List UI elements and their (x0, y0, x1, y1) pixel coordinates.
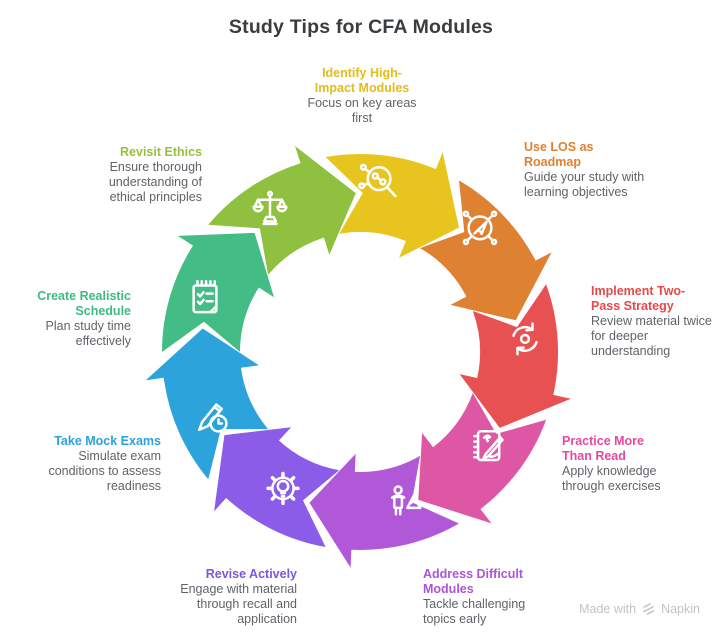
segment-title: Revisit Ethics (120, 145, 202, 159)
segment-title: Take Mock Exams (54, 434, 161, 448)
segment-title: Identify High- Impact Modules (314, 66, 410, 95)
segment-description: Plan study time effectively (45, 319, 131, 348)
segment-description: Ensure thorough understanding of ethical… (108, 160, 202, 204)
arrow-segment-implement-two-pass-strategy (459, 284, 571, 428)
arrow-segment-revise-actively (214, 427, 340, 547)
segment-title: Use LOS as Roadmap (524, 140, 594, 169)
arrow-segment-create-realistic-schedule (162, 232, 274, 352)
segment-description: Focus on key areas first (307, 96, 417, 125)
segment-label-use-los-as-roadmap: Use LOS as Roadmap Guide your study with… (524, 140, 676, 200)
segment-description: Guide your study with learning objective… (524, 170, 645, 199)
segment-label-practice-more-than-read: Practice More Than Read Apply knowledge … (562, 434, 697, 494)
segment-title: Create Realistic Schedule (37, 289, 131, 318)
page-title: Study Tips for CFA Modules (228, 16, 494, 38)
watermark-brand: Napkin (661, 602, 700, 616)
segment-description: Apply knowledge through exercises (562, 464, 661, 493)
napkin-logo-icon (643, 603, 655, 615)
arrow-segment-address-difficult-modules (309, 453, 459, 568)
segment-description: Simulate exam conditions to assess readi… (48, 449, 161, 493)
segment-title: Address Difficult Modules (423, 567, 524, 596)
watermark-prefix: Made with (579, 602, 637, 616)
segment-label-identify-high-impact-modules: Identify High- Impact Modules Focus on k… (282, 66, 442, 126)
segment-description: Tackle challenging topics early (423, 597, 526, 626)
segment-title: Implement Two- Pass Strategy (591, 284, 686, 313)
segment-label-implement-two-pass-strategy: Implement Two- Pass Strategy Review mate… (591, 284, 722, 359)
segment-label-take-mock-exams: Take Mock Exams Simulate exam conditions… (11, 434, 161, 494)
arrow-segment-identify-high-impact-modules (325, 152, 459, 258)
segment-description: Review material twice for deeper underst… (591, 314, 712, 358)
arrow-segment-use-los-as-roadmap (420, 180, 552, 321)
watermark: Made with Napkin (579, 602, 700, 616)
segment-title: Practice More Than Read (562, 434, 644, 463)
segment-description: Engage with material through recall and … (180, 582, 297, 626)
segment-title: Revise Actively (205, 567, 297, 581)
segment-label-revisit-ethics: Revisit Ethics Ensure thorough understan… (67, 145, 202, 205)
segment-label-revise-actively: Revise Actively Engage with material thr… (132, 567, 297, 627)
segment-label-create-realistic-schedule: Create Realistic Schedule Plan study tim… (6, 289, 131, 349)
segment-label-address-difficult-modules: Address Difficult Modules Tackle challen… (423, 567, 573, 627)
